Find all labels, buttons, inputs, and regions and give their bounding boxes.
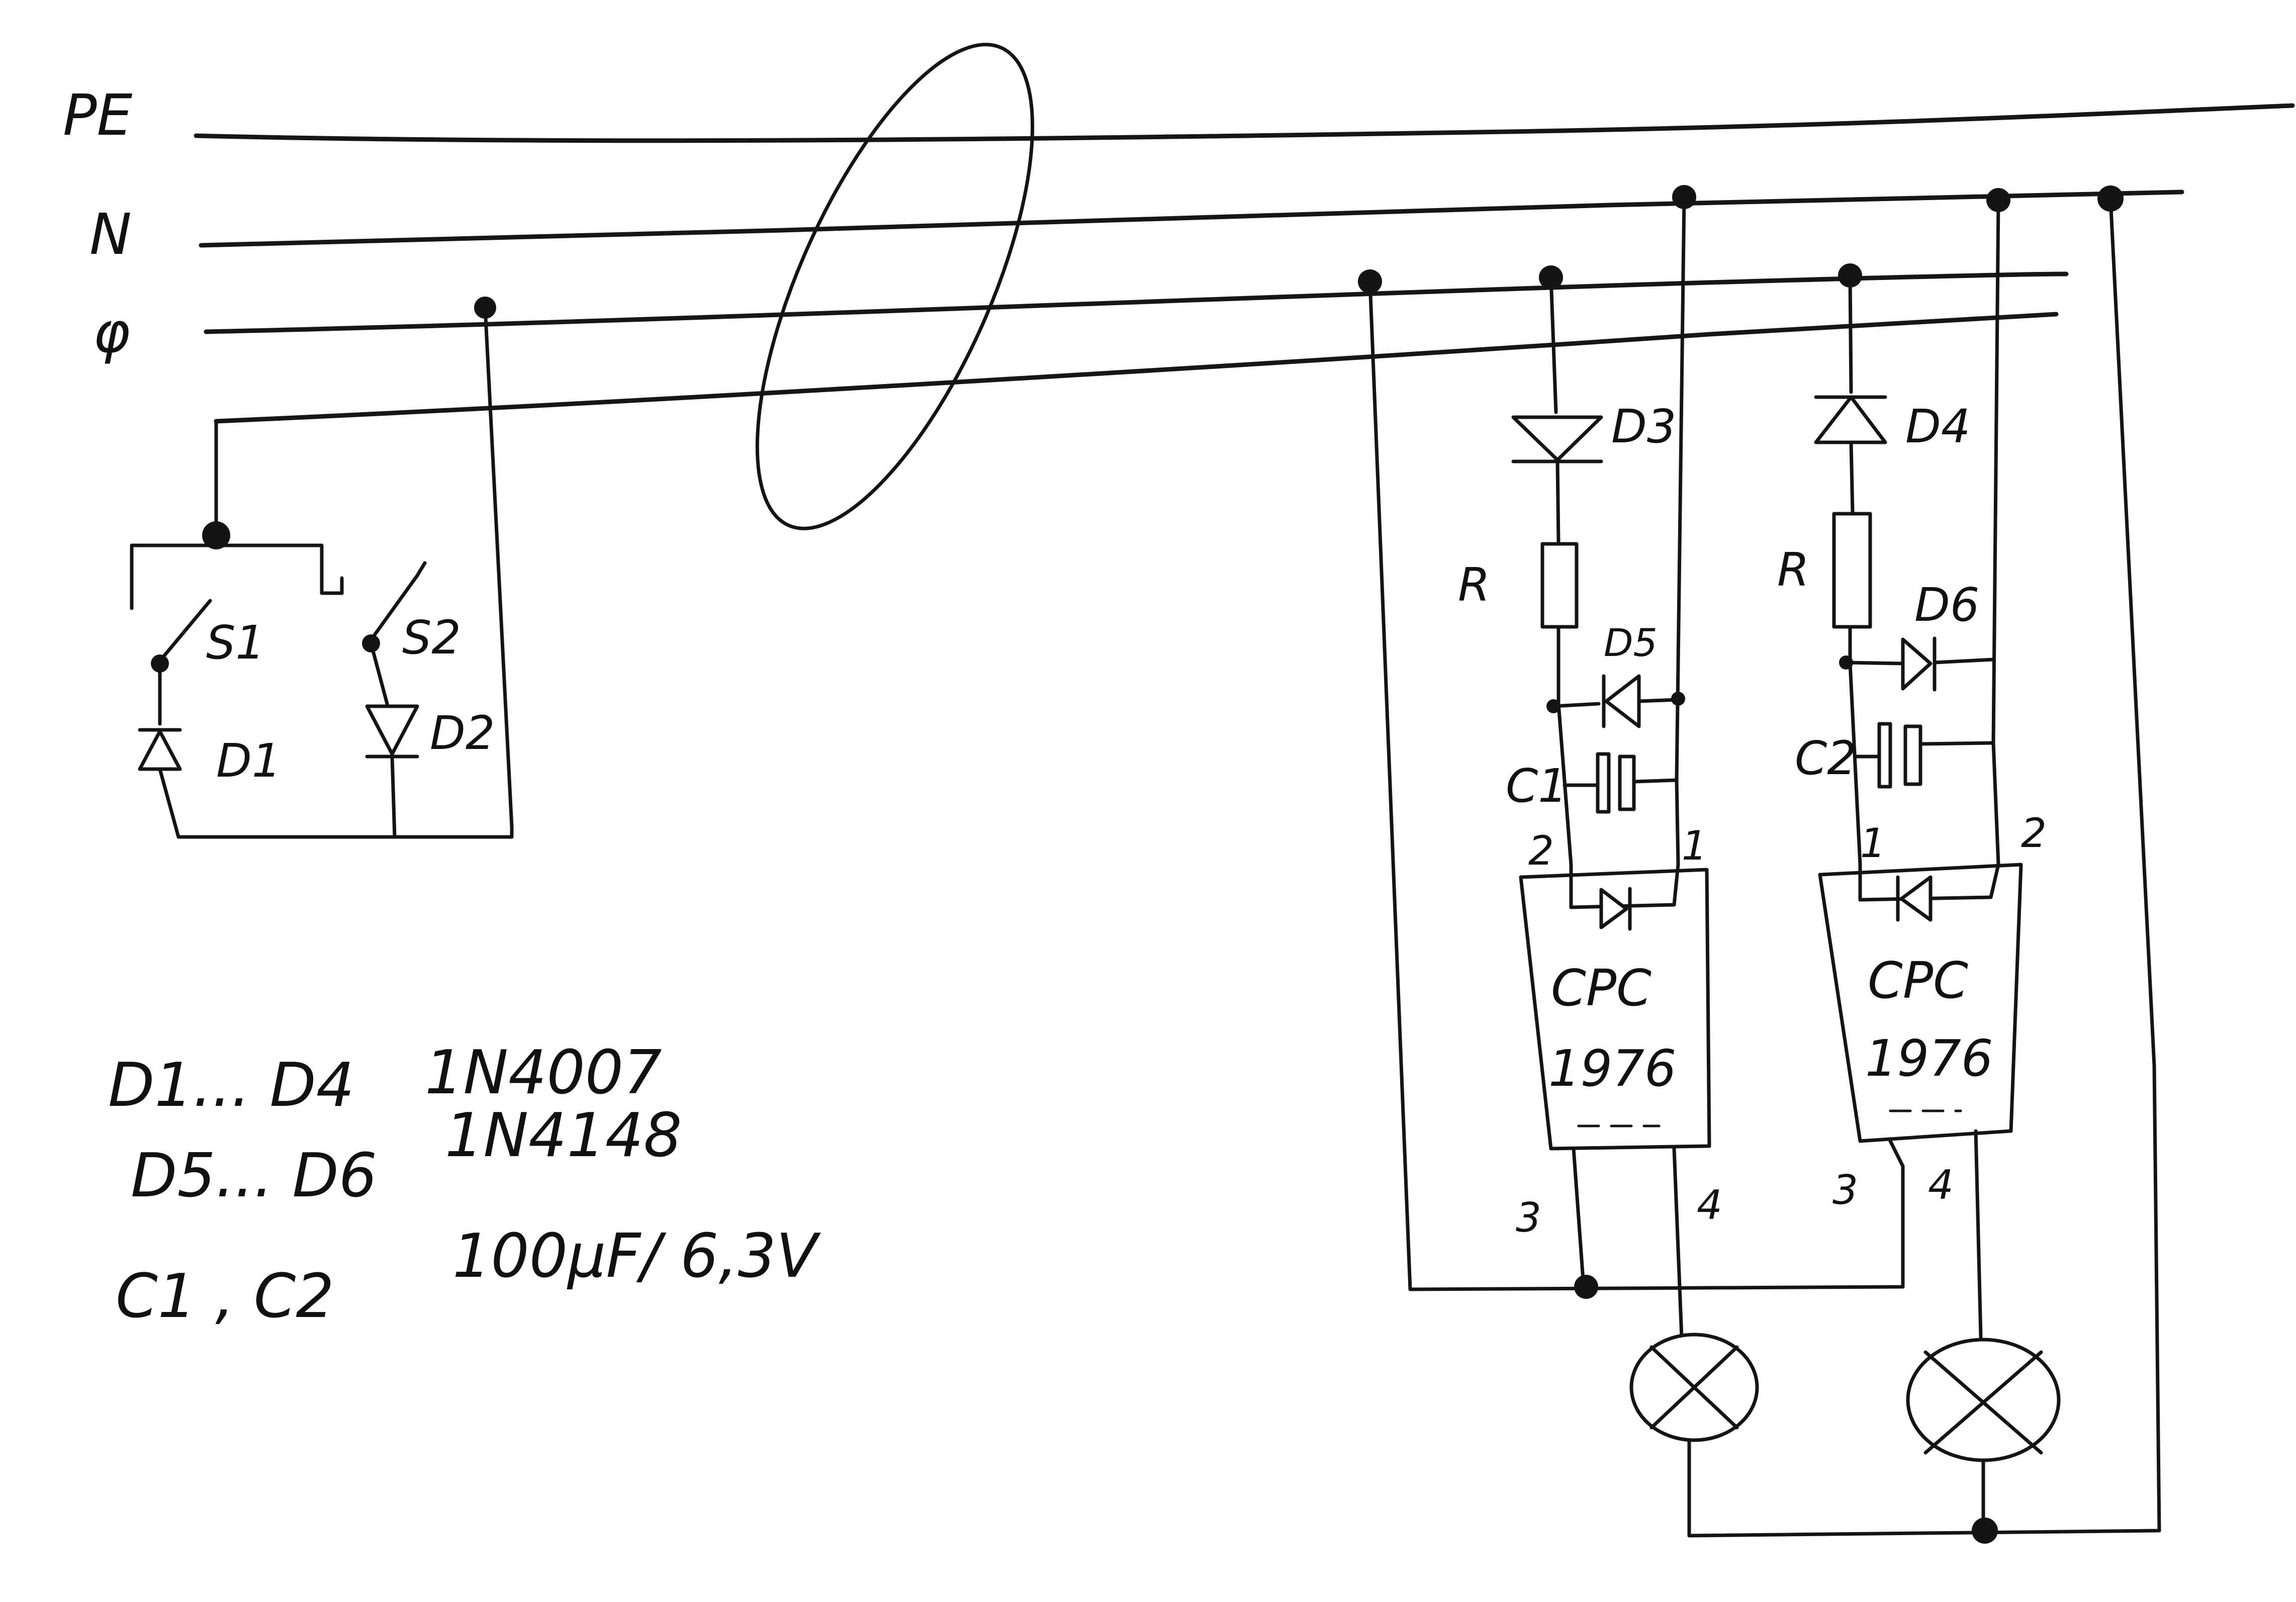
lamp-right-cross (1923, 1350, 2043, 1455)
wire (1549, 275, 1558, 414)
parts-value-diodes-signal: 1N4148 (445, 1101, 682, 1171)
relay-circuit (1358, 185, 2161, 1544)
wire (1918, 741, 1995, 746)
ic-right-name: CPC (1868, 951, 1968, 1010)
wire (1556, 625, 1573, 867)
label-d5: D5 (1604, 620, 1658, 665)
ic-right-outline (1818, 863, 2023, 1143)
diode-d4 (1814, 395, 1887, 444)
ic-right-pin3: 3 (1832, 1167, 1858, 1213)
wire (1555, 459, 1560, 545)
ic-left-name: CPC (1551, 959, 1651, 1017)
wire (1687, 1064, 2161, 1538)
rail-phi-lower (214, 312, 2059, 424)
ic-right-pin1: 1 (1860, 820, 1886, 867)
cable-bundle-ellipse (755, 43, 1035, 530)
wire (1849, 440, 1855, 515)
rail-pe (194, 103, 2295, 143)
ic-left-pin1: 1 (1682, 822, 1707, 869)
junction-dot (1972, 1518, 1998, 1544)
rail-label-pe: PE (63, 83, 133, 148)
wire (390, 755, 397, 839)
wire (1637, 698, 1679, 703)
diode-d6 (1901, 637, 1933, 691)
parts-ref-capacitors: C1 , C2 (116, 1262, 334, 1332)
parts-value-capacitors: 100µF/ 6,3V (452, 1221, 821, 1291)
label-r-right: R (1777, 543, 1809, 597)
parts-ref-diodes-power: D1... D4 (108, 1051, 354, 1120)
switch-section (130, 297, 514, 839)
junction-dot (202, 521, 230, 549)
label-d2: D2 (430, 706, 495, 760)
parts-value-diodes-power: 1N4007 (425, 1038, 662, 1108)
capacitor-c1-plate-b (1618, 755, 1636, 811)
resistor-r-right (1832, 512, 1872, 629)
parts-list: D1... D4 1N4007 D5... D6 1N4148 C1 , C2 … (108, 1038, 821, 1332)
ic-right-number: 1976 (1865, 1029, 1993, 1088)
label-s2: S2 (402, 611, 461, 665)
lamp-left-cross (1649, 1345, 1739, 1430)
wire (1572, 1147, 1586, 1289)
ic-left-pin2: 2 (1528, 827, 1554, 874)
capacitor-c2-plate-a (1877, 722, 1892, 789)
wire (1672, 1147, 1684, 1339)
label-d1: D1 (216, 734, 281, 788)
parts-ref-diodes-signal: D5... D6 (131, 1141, 377, 1211)
wire (1844, 661, 1905, 666)
ic-left-number: 1976 (1548, 1039, 1677, 1098)
wire (1974, 1129, 1983, 1339)
ic-left-pin4: 4 (1697, 1182, 1722, 1229)
junction-dot (1574, 1275, 1598, 1299)
wire (1888, 1139, 1905, 1168)
ic-left-led (1599, 888, 1628, 929)
label-c1: C1 (1506, 759, 1568, 813)
wire (1368, 279, 1905, 1291)
rail-label-n: N (89, 202, 132, 267)
capacitor-c2-plate-b (1903, 724, 1922, 786)
wire (1991, 198, 2000, 867)
label-d6: D6 (1914, 578, 1979, 632)
switch-s1-arm (160, 599, 212, 661)
wire (130, 543, 344, 610)
diode-d2 (365, 704, 419, 756)
ic-left-pin3: 3 (1516, 1194, 1541, 1241)
label-s1: S1 (206, 616, 265, 670)
label-d3: D3 (1611, 400, 1676, 453)
capacitor-c1-plate-a (1596, 752, 1611, 814)
ic-right-led (1899, 875, 1933, 922)
ic-right-pin4: 4 (1928, 1162, 1954, 1208)
wire (1848, 273, 1853, 394)
rail-phi-upper (204, 271, 2069, 334)
ic-left-outline (1519, 868, 1711, 1151)
wire (1933, 657, 1995, 665)
label-d4: D4 (1905, 400, 1970, 453)
wire (483, 306, 514, 829)
wire (1632, 778, 1679, 784)
label-r-left: R (1458, 558, 1490, 612)
wire (2108, 197, 2156, 1068)
ic-right-pin2: 2 (2021, 810, 2047, 857)
wire (369, 641, 389, 706)
wire (158, 767, 514, 839)
diode-d3 (1511, 415, 1603, 462)
wire (1675, 195, 1686, 867)
wire (1551, 702, 1601, 708)
power-rails (194, 103, 2295, 424)
resistor-r-left (1540, 542, 1579, 629)
rail-label-phi: φ (93, 300, 130, 365)
switch-s2-arm (370, 561, 427, 640)
diode-d5 (1604, 674, 1641, 728)
diode-d1 (138, 729, 182, 771)
rail-n (199, 190, 2184, 248)
label-c2: C2 (1795, 731, 1857, 785)
